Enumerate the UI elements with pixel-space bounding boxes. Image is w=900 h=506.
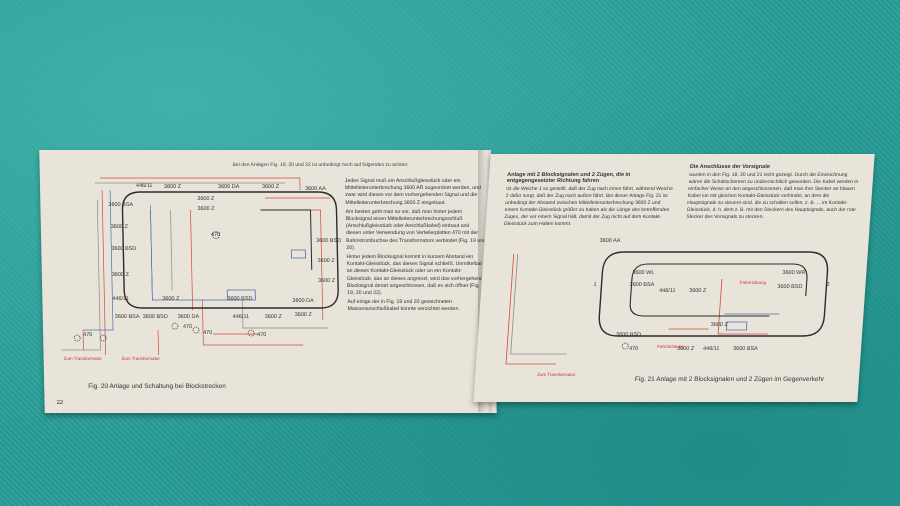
diagram-label: 3600 DA	[218, 184, 240, 190]
diagram-label: 3600 Z	[318, 278, 336, 284]
diagram-label: 1	[593, 282, 596, 288]
diagram-label: 3600 BSD	[227, 296, 252, 302]
diagram-label: 470	[257, 332, 266, 338]
left-page: Bei den Anlagen Fig. 18, 20 und 22 ist u…	[39, 150, 497, 413]
diagram-label: 3600 Z	[677, 346, 695, 352]
page-number: 22	[56, 400, 64, 406]
diagram-label: 3600 Z	[197, 206, 215, 212]
diagram-label: 3600 WL	[632, 270, 654, 276]
diagram-label: 3600 BSD	[143, 314, 168, 320]
diagram-label: 3600 BSD	[316, 238, 341, 244]
diagram-label: Fahrtrichtung	[657, 344, 684, 349]
diagram-label: 446/11	[112, 296, 129, 302]
text-left: Ist die Weiche 1 so gestellt, daß der Zu…	[503, 186, 674, 227]
outer-loop	[598, 251, 829, 337]
diagram-label: Zum Transformator	[64, 356, 103, 361]
diagram-label: 3600 AA	[599, 238, 621, 244]
paragraph: Am besten geht man so vor, daß man hinte…	[345, 208, 487, 251]
inner-loop	[631, 263, 808, 296]
diagram-label: 3600 DA	[292, 298, 314, 304]
text-right: wurden in den Fig. 18, 20 und 21 nicht g…	[686, 172, 859, 220]
text-column: Jedes Signal muß ein Anschlußgleisstück …	[345, 178, 488, 316]
fig21-caption: Fig. 21 Anlage mit 2 Blocksignalen und 2…	[634, 376, 825, 383]
diagram-label: 446/11	[136, 183, 153, 189]
diagram-label: Zum Transformator	[537, 372, 576, 377]
diagram-label: 3600 BSD	[777, 284, 802, 290]
diagram-label: 3600 BSA	[629, 282, 654, 288]
diagram-label: 3600 DA	[178, 314, 200, 320]
diagram-label: 470	[83, 332, 92, 338]
fig20-caption: Fig. 20 Anlage und Schaltung bei Blockst…	[88, 383, 226, 390]
diagram-label: 3600 BSA	[733, 346, 758, 352]
diagram-label: 3600 Z	[295, 312, 313, 318]
diagram-label: 2	[826, 282, 829, 288]
diagram-label: 3600 Z	[162, 296, 180, 302]
heading-left: Anlage mit 2 Blocksignalen und 2 Zügen, …	[506, 172, 631, 184]
fig21-diagram: 3600 AA 3600 WL 3600 WR 3600 BSA 446/11 …	[505, 238, 830, 377]
diagram-label: 446/11	[233, 314, 250, 320]
diagram-label: 3600 Z	[197, 196, 215, 202]
siding-track	[260, 209, 313, 270]
diagram-label: 3600 BSA	[108, 202, 133, 208]
diagram-label: 3600 Z	[711, 322, 729, 328]
diagram-label: 3600 BSA	[115, 314, 140, 320]
diagram-label: 3600 Z	[265, 314, 283, 320]
diagram-label: 3600 Z	[318, 258, 336, 264]
diagram-label: 3600 Z	[111, 224, 129, 230]
heading-right: Die Anschlüsse der Vorsignale	[689, 164, 771, 170]
diagram-label: 470	[629, 346, 639, 352]
diagram-label: 3600 BSD	[111, 246, 136, 252]
fig20-diagram: 446/11 3600 Z 3600 DA 3600 Z 3600 AA 360…	[61, 177, 341, 361]
diagram-label: 3600 WR	[782, 270, 805, 276]
diagram-label: 3600 Z	[689, 288, 707, 294]
right-page: Anlage mit 2 Blocksignalen und 2 Zügen, …	[473, 154, 875, 402]
diagram-label: 3600 Z	[164, 184, 182, 190]
paragraph: Hinter jedem Blocksignal kommt in kurzem…	[346, 254, 487, 297]
diagram-label: 470	[183, 324, 192, 330]
paragraph: Jedes Signal muß ein Anschlußgleisstück …	[344, 178, 481, 206]
diagram-label: 446/11	[703, 346, 720, 352]
diagram-label: 3600 Z	[262, 184, 280, 190]
diagram-label: Zum Transformator	[122, 356, 161, 361]
diagram-label: 3600 BSD	[616, 332, 641, 338]
diagram-label: Fahrtrichtung	[740, 280, 767, 285]
diagram-label: 3600 Z	[112, 272, 130, 278]
diagram-label: 470	[203, 330, 212, 336]
outer-track	[121, 191, 339, 309]
diagram-label: 470	[211, 232, 220, 238]
diagram-label: 3600 AA	[305, 186, 326, 192]
paragraph: Auf einige der in Fig. 19 und 20 gezeich…	[347, 299, 460, 313]
diagram-label: 446/11	[659, 288, 676, 294]
